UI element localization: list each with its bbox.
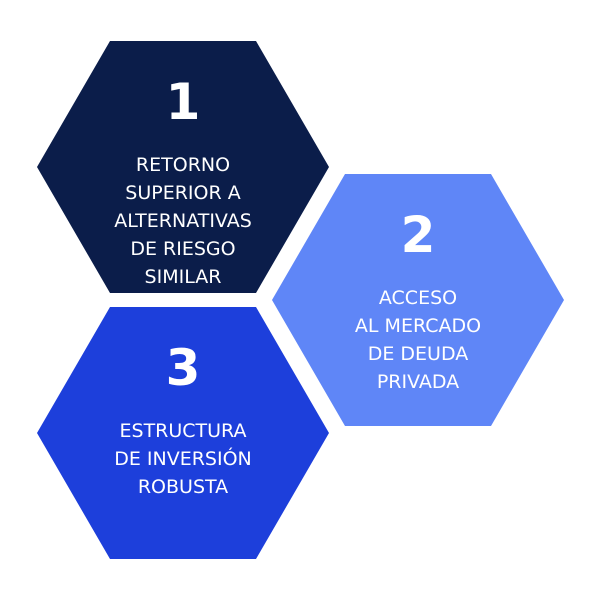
hexagon-1-label-line: DE RIESGO <box>130 238 236 260</box>
hexagon-3-label-line: ESTRUCTURA <box>119 420 247 442</box>
hexagon-3-label-line: DE INVERSIÓN <box>114 448 252 470</box>
hexagon-2-number: 2 <box>400 206 436 264</box>
hexagon-3-label-line: ROBUSTA <box>137 476 229 498</box>
hexagon-3-label: ESTRUCTURA DE INVERSIÓN ROBUSTA <box>114 417 252 501</box>
hexagon-2-label: ACCESO AL MERCADO DE DEUDA PRIVADA <box>355 284 481 396</box>
hexagon-2-label-line: ACCESO <box>378 287 458 309</box>
hexagon-1-label-line: SUPERIOR A <box>125 182 241 204</box>
hexagon-2: 2 ACCESO AL MERCADO DE DEUDA PRIVADA <box>272 174 564 426</box>
hexagon-3: 3 ESTRUCTURA DE INVERSIÓN ROBUSTA <box>37 307 329 559</box>
hexagon-1-label-line: RETORNO <box>135 154 231 176</box>
hexagon-2-label-line: PRIVADA <box>376 371 460 393</box>
hexagon-1-number: 1 <box>165 73 201 131</box>
hexagon-2-label-line: DE DEUDA <box>367 343 469 365</box>
hexagon-1-label-line: SIMILAR <box>144 266 222 288</box>
hexagon-1: 1 RETORNO SUPERIOR A ALTERNATIVAS DE RIE… <box>37 41 329 293</box>
hexagon-1-label: RETORNO SUPERIOR A ALTERNATIVAS DE RIESG… <box>114 151 252 291</box>
hexagon-3-number: 3 <box>165 339 201 397</box>
hexagon-2-label-line: AL MERCADO <box>354 315 482 337</box>
hexagon-1-label-line: ALTERNATIVAS <box>114 210 252 232</box>
